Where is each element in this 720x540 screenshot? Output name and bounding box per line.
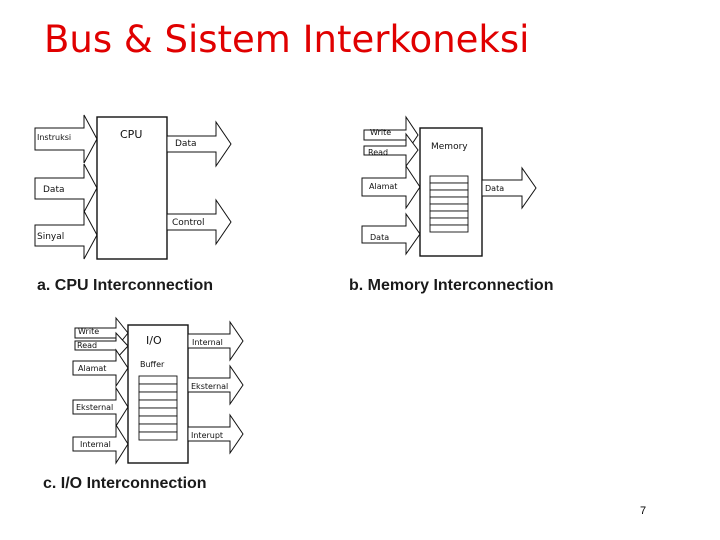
io-input-label-write: Write — [78, 327, 99, 336]
memory-caption: b. Memory Interconnection — [349, 277, 554, 294]
io-input-arrow-internal: Internal — [72, 423, 129, 465]
io-output-label-interupt: Interupt — [191, 431, 223, 440]
memory-input-label-data: Data — [370, 233, 389, 242]
cpu-output-label-control: Control — [172, 218, 205, 228]
io-input-label-eksternal: Eksternal — [76, 403, 113, 412]
cpu-box-label: CPU — [120, 128, 142, 141]
io-output-label-eksternal: Eksternal — [191, 382, 228, 391]
memory-input-arrow-read: Read — [363, 132, 419, 168]
cpu-input-arrow-instruksi: Instruksi — [34, 114, 98, 164]
page-number: 7 — [640, 505, 647, 517]
cpu-input-arrow-data: Data — [34, 163, 98, 213]
memory-input-label-read: Read — [368, 148, 388, 157]
memory-input-label-write: Write — [370, 128, 391, 137]
io-input-arrow-read: Read — [74, 331, 129, 361]
io-output-arrow-internal: Internal — [187, 320, 244, 362]
io-box-label: I/O — [146, 334, 162, 347]
io-input-label-read: Read — [77, 341, 97, 350]
cpu-input-arrow-sinyal: Sinyal — [34, 210, 98, 260]
cpu-output-arrow-control: Control — [166, 198, 232, 246]
io-buffer-cells — [138, 375, 178, 441]
memory-input-label-alamat: Alamat — [369, 182, 397, 191]
cpu-box — [96, 116, 168, 260]
io-output-arrow-eksternal: Eksternal — [187, 364, 244, 406]
io-caption: c. I/O Interconnection — [43, 475, 207, 492]
cpu-output-arrow-data: Data — [166, 120, 232, 168]
io-output-arrow-interupt: Interupt — [187, 413, 244, 455]
io-input-label-alamat: Alamat — [78, 364, 106, 373]
cpu-input-label-sinyal: Sinyal — [37, 232, 64, 242]
io-input-label-internal: Internal — [80, 440, 111, 449]
io-input-arrow-eksternal: Eksternal — [72, 386, 129, 428]
memory-output-arrow-data: Data — [481, 166, 537, 210]
memory-input-arrow-data: Data — [361, 212, 421, 256]
memory-input-arrow-alamat: Alamat — [361, 164, 421, 210]
memory-box-label: Memory — [431, 142, 468, 152]
io-output-label-internal: Internal — [192, 338, 223, 347]
cpu-input-label-data: Data — [43, 185, 65, 195]
cpu-caption: a. CPU Interconnection — [37, 277, 214, 294]
cpu-input-label-instruksi: Instruksi — [37, 133, 71, 142]
slide-title: Bus & Sistem Interkoneksi — [44, 18, 530, 61]
io-buffer-label: Buffer — [140, 360, 165, 369]
cpu-output-label-data: Data — [175, 139, 197, 149]
memory-output-label-data: Data — [485, 184, 504, 193]
io-input-arrow-alamat: Alamat — [72, 348, 129, 388]
memory-cells — [429, 175, 469, 233]
